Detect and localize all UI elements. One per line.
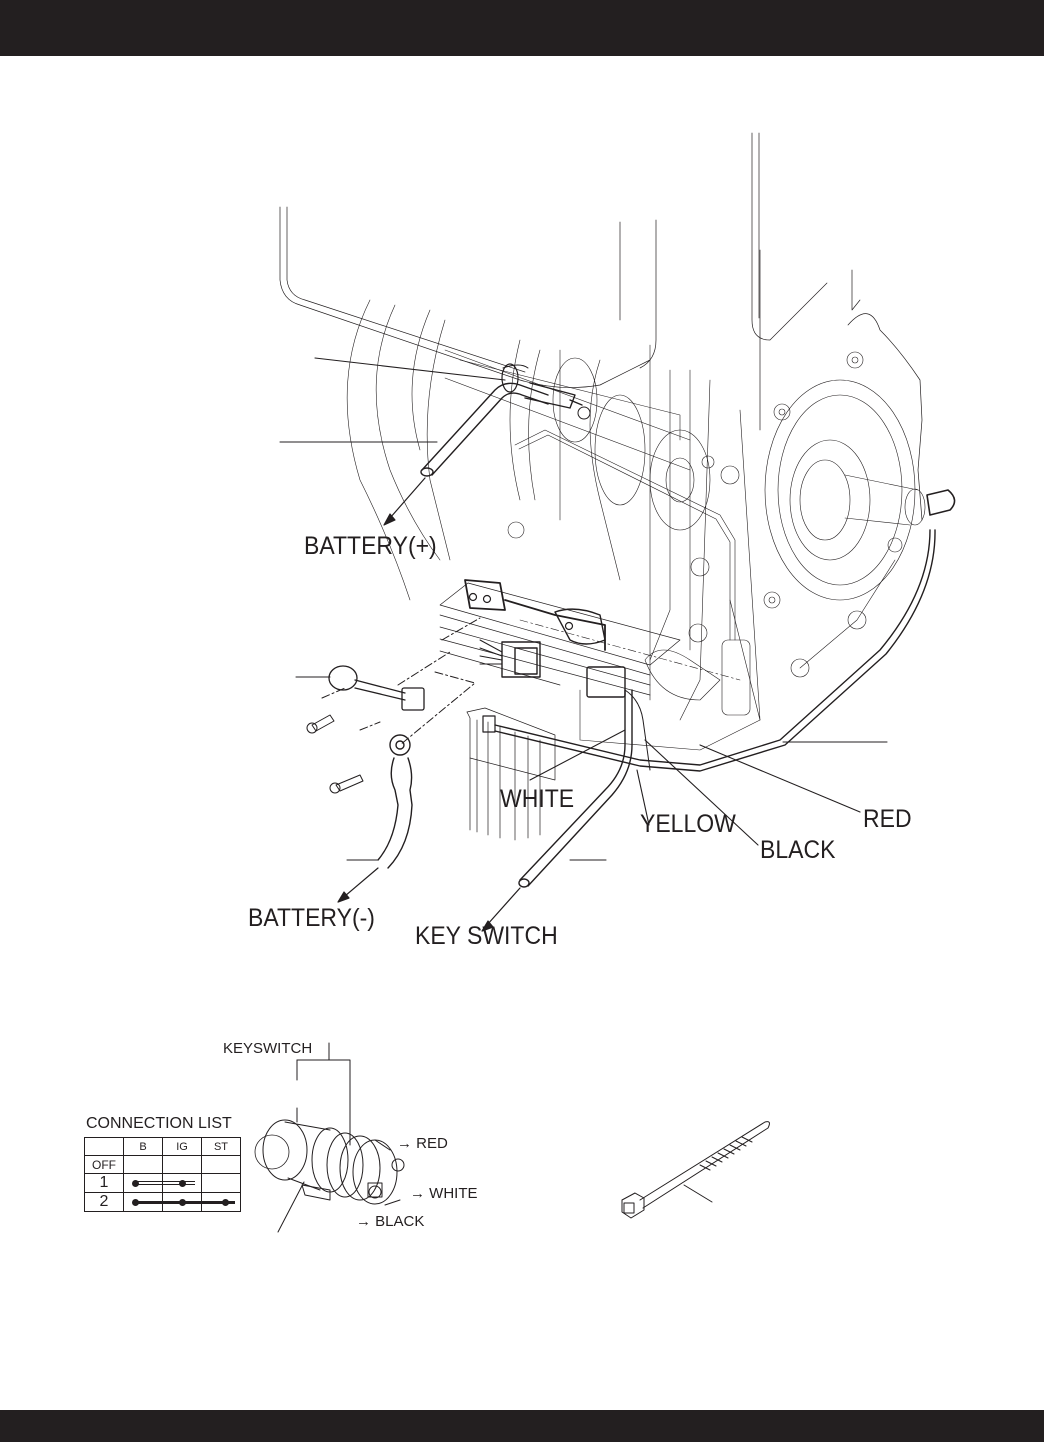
keyswitch-illustration: [254, 1042, 405, 1233]
column-header-st: ST: [201, 1137, 241, 1156]
ground-lead: [306, 665, 425, 734]
label-battery-positive: BATTERY(+): [304, 532, 437, 560]
label-wire-white: WHITE: [500, 785, 575, 813]
table-row: 2: [84, 1192, 241, 1212]
label-wire-yellow: YELLOW: [640, 810, 736, 838]
key-switch-arrow: [481, 887, 521, 932]
connection-dot: [179, 1179, 186, 1187]
cable-tie-illustration: [621, 1121, 770, 1219]
table-row: 1: [84, 1173, 241, 1193]
keyswitch-terminal-red: → RED: [397, 1135, 448, 1152]
rectifier: [466, 707, 556, 841]
connection-list-title: CONNECTION LIST: [86, 1115, 232, 1132]
wire-harness: [494, 489, 956, 888]
connection-dot: [179, 1198, 186, 1206]
column-header-ig: IG: [162, 1137, 202, 1156]
table-header-row: B IG ST: [84, 1137, 241, 1156]
position-label: OFF: [84, 1155, 124, 1174]
keyswitch-terminal-black: → BLACK: [356, 1213, 425, 1230]
header-bar: [0, 0, 1044, 56]
label-battery-negative: BATTERY(-): [248, 904, 375, 932]
connection-dot: [132, 1179, 139, 1187]
battery-negative-cable: [329, 734, 413, 869]
battery-positive-arrow: [383, 477, 426, 526]
bracket-assembly: [321, 579, 681, 746]
keyswitch-terminal-white: → WHITE: [410, 1185, 478, 1202]
label-wire-red: RED: [863, 805, 912, 833]
cell-ig: [162, 1192, 202, 1212]
connection-dot: [222, 1198, 229, 1206]
connection-list-table: B IG ST OFF 1 2: [84, 1137, 241, 1212]
engine-block: [346, 299, 926, 751]
label-key-switch: KEY SWITCH: [415, 922, 558, 950]
battery-negative-arrow: [337, 867, 379, 903]
battery-positive-cable: [420, 363, 591, 477]
footer-bar: [0, 1410, 1044, 1442]
column-header: [84, 1137, 124, 1156]
leader-lines: [279, 357, 888, 861]
label-wire-black: BLACK: [760, 836, 836, 864]
position-label: 2: [84, 1192, 124, 1212]
position-label: 1: [84, 1173, 124, 1193]
keyswitch-title: KEYSWITCH: [223, 1040, 313, 1057]
engine-shroud: [279, 132, 923, 521]
cell-b: [123, 1192, 235, 1212]
column-header-b: B: [123, 1137, 163, 1156]
cell-ig: [162, 1173, 202, 1193]
cell-b: [123, 1173, 195, 1193]
cell-st: [201, 1192, 241, 1212]
table-row: OFF: [84, 1155, 241, 1174]
